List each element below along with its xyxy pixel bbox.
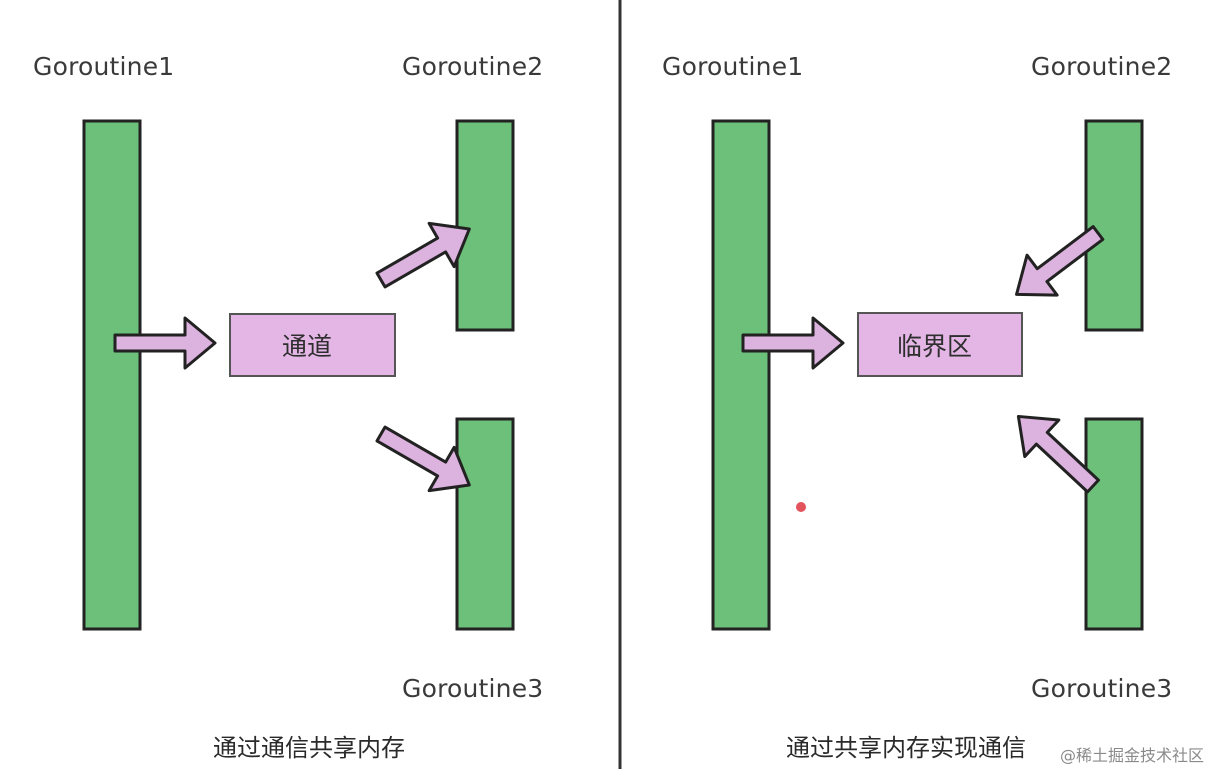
- right-caption: 通过共享内存实现通信: [786, 734, 1026, 762]
- left-goroutine2-bar: [455, 119, 515, 332]
- left-caption: 通过通信共享内存: [213, 734, 405, 762]
- left-channel-box: [229, 313, 396, 377]
- left-arrow-to-goroutine2: [375, 221, 471, 289]
- right-goroutine2-bar: [1084, 119, 1144, 332]
- right-arrow-from-goroutine2: [1015, 225, 1105, 297]
- right-goroutine1-label: Goroutine1: [662, 52, 804, 81]
- right-arrow-to-critical-section: [741, 316, 845, 370]
- left-goroutine1-label: Goroutine1: [33, 52, 175, 81]
- left-goroutine3-bar: [455, 417, 515, 631]
- right-goroutine1-bar: [711, 119, 771, 631]
- left-arrow-to-goroutine3: [375, 425, 471, 493]
- left-goroutine1-bar: [82, 119, 142, 631]
- right-arrow-from-goroutine3: [1016, 414, 1100, 494]
- left-goroutine3-label: Goroutine3: [402, 674, 544, 703]
- right-critical-section-box: [857, 312, 1023, 377]
- left-goroutine2-label: Goroutine2: [402, 52, 544, 81]
- right-goroutine3-bar: [1084, 417, 1144, 631]
- left-channel-label: 通道: [282, 332, 333, 361]
- watermark-text: @稀土掘金技术社区: [1060, 746, 1205, 765]
- cursor-dot: [796, 502, 806, 512]
- right-goroutine2-label: Goroutine2: [1031, 52, 1173, 81]
- right-goroutine3-label: Goroutine3: [1031, 674, 1173, 703]
- right-critical-section-label: 临界区: [897, 332, 973, 361]
- left-arrow-to-channel: [113, 316, 217, 370]
